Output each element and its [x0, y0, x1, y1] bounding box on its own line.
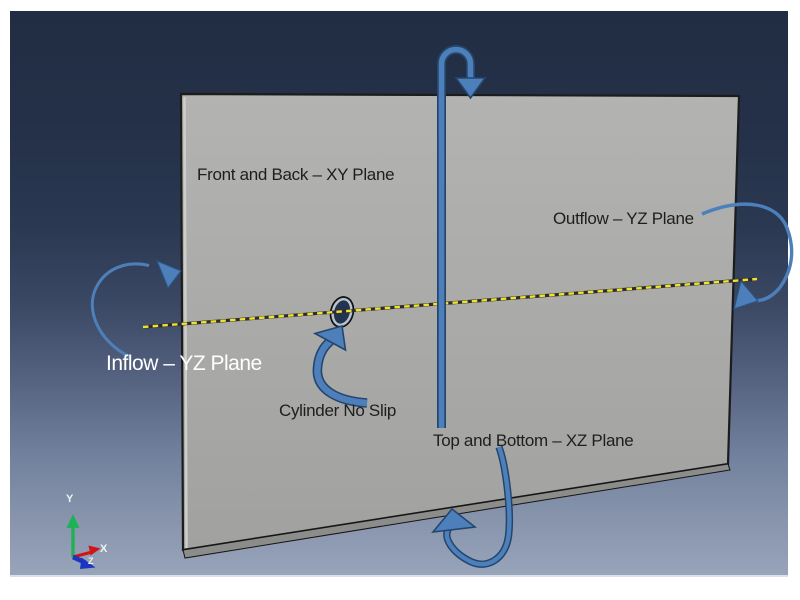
cylinder-pointer-line [314, 338, 368, 407]
centerline-base [142, 277, 758, 329]
inflow-label: Inflow – YZ Plane [106, 352, 262, 375]
inflow-arc [90, 262, 150, 359]
domain-plane-bottom-edge [182, 463, 731, 559]
outflow-arrowhead [733, 279, 760, 310]
top-bottom-plane-label: Top and Bottom – XZ Plane [433, 431, 634, 450]
top-arrow-line [438, 46, 474, 428]
axis-z-arrowhead [80, 557, 96, 569]
cylinder-no-slip-label: Cylinder No Slip [279, 401, 397, 420]
axis-x-arrowhead [88, 545, 101, 556]
inflow-arrowhead [155, 259, 182, 290]
cylinder-pointer-arrowhead [312, 324, 347, 352]
coordinate-triad [66, 514, 101, 569]
bottom-loop-arrowhead [431, 507, 478, 534]
outflow-arc [701, 202, 794, 303]
axis-y-arrowhead [66, 514, 80, 528]
axis-z-label: Z [88, 556, 94, 566]
front-back-plane-label: Front and Back – XY Plane [197, 165, 395, 184]
bottom-loop-line [444, 446, 512, 567]
outflow-label: Outflow – YZ Plane [553, 209, 694, 228]
axis-x-label: X [100, 543, 108, 555]
axis-y-label: Y [66, 493, 74, 505]
top-arrowhead [454, 77, 487, 100]
